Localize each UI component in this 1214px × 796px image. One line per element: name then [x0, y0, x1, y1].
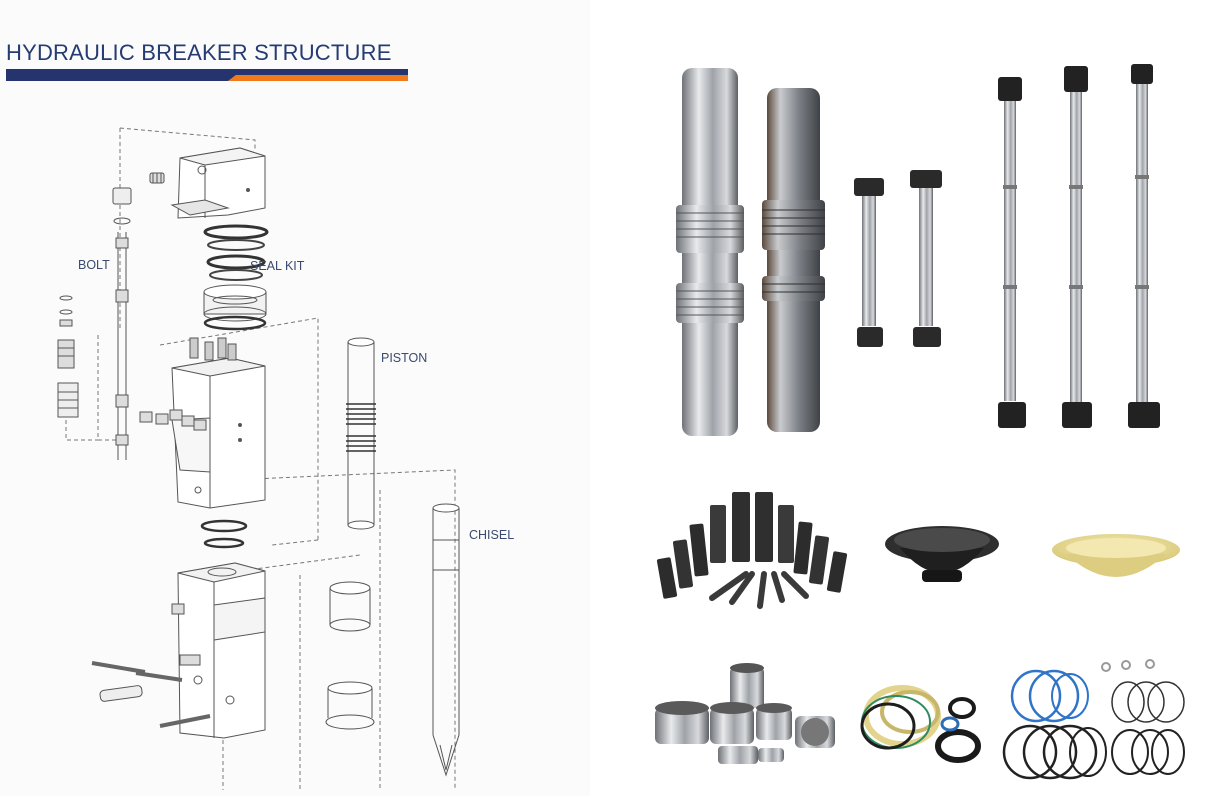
short-bolts-photo	[854, 170, 942, 347]
piston-drawing	[346, 337, 376, 530]
bushings-drawing	[325, 581, 375, 730]
label-chisel: CHISEL	[469, 528, 515, 542]
cylinder-body	[139, 337, 266, 509]
seal-kit-photo	[860, 685, 981, 763]
yellow-diaphragm-photo	[1052, 534, 1180, 577]
label-piston: PISTON	[381, 351, 428, 365]
seal-rings-stack	[203, 224, 269, 331]
label-seal-kit: SEAL KIT	[250, 259, 305, 273]
top-cap	[170, 147, 266, 219]
pistons-photo	[676, 68, 825, 436]
breaker-exploded-diagram	[57, 127, 460, 790]
chisel-drawing	[432, 503, 460, 777]
retaining-pins	[91, 654, 211, 728]
through-bolt	[112, 187, 132, 460]
page-title: HYDRAULIC BREAKER STRUCTURE	[6, 40, 392, 65]
lower-body	[171, 562, 266, 739]
label-bolt: BOLT	[78, 258, 110, 272]
o-rings-photo	[1002, 659, 1185, 780]
long-bolts-photo	[998, 64, 1160, 428]
fastener-stack	[57, 295, 79, 418]
bushings-photo	[655, 663, 835, 764]
black-diaphragm-photo	[885, 526, 999, 582]
chisel-pins-photo	[656, 492, 848, 609]
title-underline	[6, 69, 408, 81]
